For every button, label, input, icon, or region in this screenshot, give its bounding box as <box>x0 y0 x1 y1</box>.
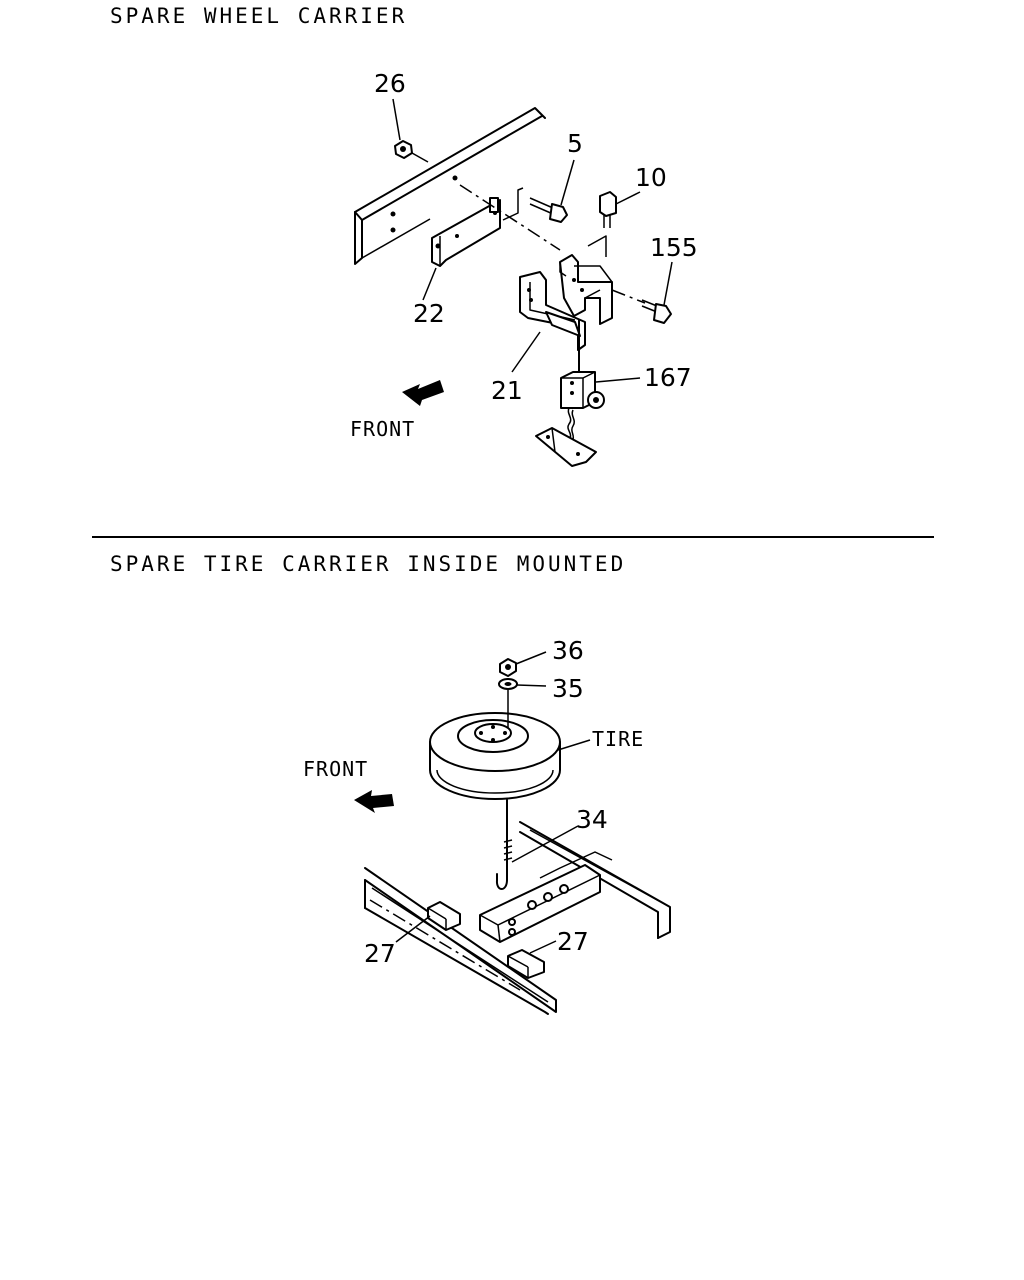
chassis-frame <box>364 821 671 1015</box>
part-167-winch <box>560 371 605 409</box>
part-5-bolt <box>529 197 568 223</box>
front-arrow-icon <box>402 380 444 406</box>
part-22-bracket <box>431 197 501 267</box>
bottom-diagram: 36 35 TIRE FRONT 34 27 27 <box>303 636 671 1015</box>
spare-tire <box>429 712 561 800</box>
part-155-bolt <box>641 299 672 324</box>
callout-27-right: 27 <box>557 927 589 956</box>
callout-26: 26 <box>374 69 406 98</box>
top-diagram: 26 5 10 155 22 21 167 FRONT <box>350 69 698 467</box>
part-27-pad-right <box>507 949 545 979</box>
frame-rail <box>354 107 546 265</box>
part-35-washer <box>498 678 518 690</box>
foot-bracket <box>535 427 597 467</box>
chain <box>567 407 576 443</box>
callout-tire: TIRE <box>592 727 644 751</box>
callout-36: 36 <box>552 636 584 665</box>
callout-21: 21 <box>491 376 523 405</box>
callout-5: 5 <box>567 129 583 158</box>
part-34-hook-bolt <box>495 799 513 890</box>
callout-167: 167 <box>644 363 692 392</box>
callout-27-left: 27 <box>364 939 396 968</box>
front-label-top: FRONT <box>350 417 415 441</box>
section-divider <box>92 536 934 538</box>
front-label-bottom: FRONT <box>303 757 368 781</box>
section-title-spare-tire-carrier-inside: SPARE TIRE CARRIER INSIDE MOUNTED <box>110 552 627 576</box>
part-36-nut <box>499 658 517 677</box>
callout-22: 22 <box>413 299 445 328</box>
part-26-nut <box>394 140 413 159</box>
section-title-spare-wheel-carrier: SPARE WHEEL CARRIER <box>110 4 408 28</box>
part-21-carrier-arm <box>519 254 613 351</box>
callout-35: 35 <box>552 674 584 703</box>
front-arrow-icon-bottom <box>354 790 394 813</box>
callout-34: 34 <box>576 805 608 834</box>
callout-10: 10 <box>635 163 667 192</box>
callout-155: 155 <box>650 233 698 262</box>
part-10-bolt <box>599 191 617 228</box>
